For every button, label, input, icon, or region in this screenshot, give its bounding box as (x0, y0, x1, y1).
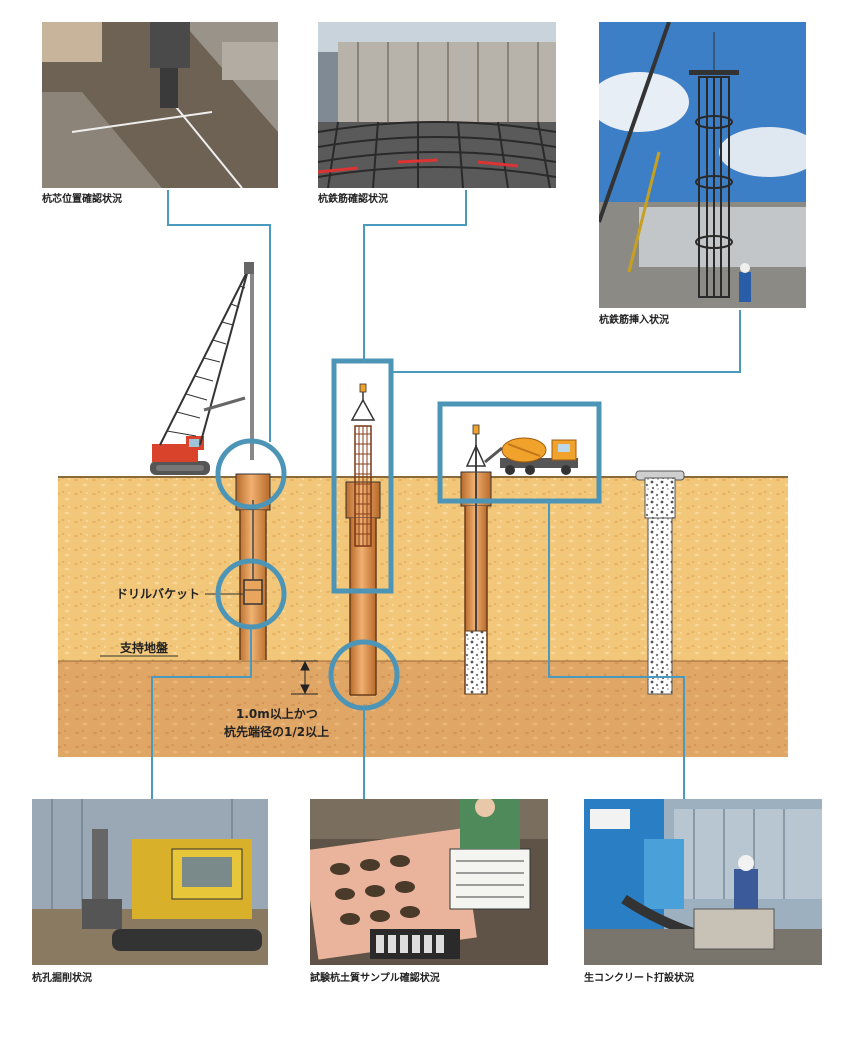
leader-top-middle (363, 190, 467, 362)
ground-cross-section (58, 476, 788, 757)
caption-pile-center-check: 杭芯位置確認状況 (42, 194, 122, 205)
bearing-layer-label: 支持地盤 (119, 640, 169, 655)
pile-rebar-insertion-stage (345, 383, 381, 696)
drill-bucket (243, 579, 263, 605)
photo-soil-sample-check (310, 799, 548, 965)
rebar-cage (354, 425, 372, 547)
upper-soil-layer (58, 477, 788, 661)
pile-completed-stage (635, 470, 685, 695)
photo-rebar-insertion (599, 22, 806, 308)
photo-excavation (32, 799, 268, 965)
depth-note-line2: 杭先端径の1/2以上 (224, 724, 329, 739)
photo-rebar-check (318, 22, 556, 188)
crawler-crane (150, 262, 254, 475)
caption-concrete-pouring: 生コンクリート打設状況 (584, 973, 694, 984)
leader-bottom-right (548, 501, 685, 800)
detail-frames (331, 358, 602, 594)
leader-bottom-left (151, 627, 252, 800)
mixer-truck (484, 437, 578, 475)
detail-frame-concrete-pour (437, 401, 602, 504)
caption-excavation: 杭孔掘削状況 (32, 973, 92, 984)
photo-concrete-pouring (584, 799, 822, 965)
photo-pile-center-check (42, 22, 278, 188)
depth-note-line1: 1.0m以上かつ (236, 706, 318, 721)
detail-frame-rebar-cage (331, 358, 394, 594)
leader-top-right (392, 310, 741, 373)
drill-bucket-label: ドリルバケット (116, 587, 200, 601)
pile-concrete-pour-stage (460, 424, 578, 695)
caption-rebar-check: 杭鉄筋確認状況 (318, 194, 388, 205)
caption-soil-sample-check: 試験杭土質サンプル確認状況 (310, 973, 440, 984)
caption-rebar-insertion: 杭鉄筋挿入状況 (599, 315, 669, 326)
leader-top-left (167, 190, 271, 442)
photo-leader-lines (151, 190, 741, 800)
pile-excavation-stage (205, 473, 271, 660)
detail-circle-casing (215, 438, 287, 510)
embedment-depth-arrow (291, 660, 318, 695)
bearing-soil-layer (58, 661, 788, 757)
